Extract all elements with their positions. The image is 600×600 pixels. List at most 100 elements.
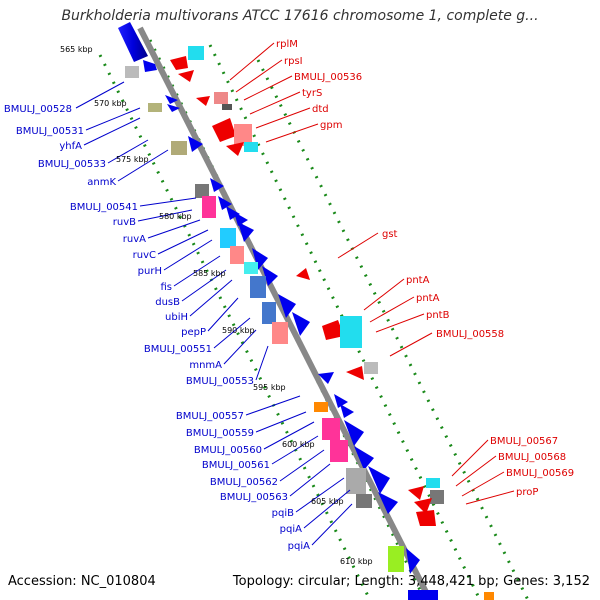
gene-forward[interactable]	[334, 394, 348, 408]
gene-forward[interactable]	[244, 262, 258, 274]
gene-label[interactable]: mnmA	[189, 360, 222, 371]
gene-reverse[interactable]	[212, 118, 236, 142]
gene-label[interactable]: BMULJ_00560	[194, 445, 262, 456]
gene-label[interactable]: BMULJ_00562	[210, 477, 278, 488]
gene-forward[interactable]	[344, 420, 364, 446]
gene-label[interactable]: fis	[160, 282, 172, 293]
gene-reverse[interactable]	[234, 124, 252, 146]
gene-reverse[interactable]	[196, 96, 210, 106]
gene-label[interactable]: proP	[516, 487, 538, 498]
gene-reverse[interactable]	[322, 320, 344, 340]
gene-forward[interactable]	[322, 418, 340, 440]
gene-label[interactable]: BMULJ_00553	[186, 376, 254, 387]
gene-label[interactable]: BMULJ_00533	[38, 159, 106, 170]
gene-label[interactable]: gst	[382, 229, 398, 240]
gene-forward[interactable]	[167, 104, 180, 112]
gene-label[interactable]: BMULJ_00558	[436, 329, 504, 340]
gene-forward[interactable]	[230, 246, 244, 264]
gene-label[interactable]: BMULJ_00568	[498, 452, 566, 463]
gene-forward[interactable]	[202, 196, 216, 218]
gene-forward[interactable]	[252, 248, 268, 270]
gene-forward[interactable]	[346, 468, 366, 494]
gene-label[interactable]: BMULJ_00563	[220, 492, 288, 503]
gene-label[interactable]: ruvA	[123, 234, 146, 245]
gene-forward[interactable]	[195, 184, 209, 198]
gene-forward[interactable]	[262, 266, 278, 286]
gene-forward[interactable]	[143, 60, 157, 72]
gene-label[interactable]: BMULJ_00567	[490, 436, 558, 447]
gene-reverse[interactable]	[296, 268, 310, 280]
gene-label[interactable]: tyrS	[302, 88, 322, 99]
gene-forward[interactable]	[356, 494, 372, 508]
gene-forward[interactable]	[165, 95, 178, 104]
gene-reverse[interactable]	[340, 316, 362, 348]
gene-reverse[interactable]	[426, 478, 440, 488]
gene-label[interactable]: BMULJ_00559	[186, 428, 254, 439]
gene-label[interactable]: anmK	[87, 177, 116, 188]
gene-reverse[interactable]	[178, 70, 194, 82]
gene-label[interactable]: pntA	[406, 275, 430, 286]
gene-forward[interactable]	[218, 196, 232, 210]
gene-label[interactable]: purH	[138, 266, 162, 277]
gene-reverse[interactable]	[244, 142, 258, 152]
gene-forward[interactable]	[148, 103, 162, 112]
gene-forward[interactable]	[354, 446, 374, 470]
gene-forward[interactable]	[171, 141, 187, 155]
gene-forward[interactable]	[292, 312, 310, 336]
gene-forward[interactable]	[368, 466, 390, 494]
gene-forward[interactable]	[278, 294, 296, 318]
gene-forward[interactable]	[318, 372, 334, 384]
gene-reverse[interactable]	[346, 366, 364, 380]
gene-forward[interactable]	[388, 546, 404, 572]
gene-label[interactable]: rplM	[276, 39, 298, 50]
gene-forward[interactable]	[188, 136, 203, 152]
gene-label[interactable]: BMULJ_00561	[202, 460, 270, 471]
gene-forward[interactable]	[220, 228, 236, 248]
gene-forward[interactable]	[406, 548, 420, 574]
gene-label[interactable]: dtd	[312, 104, 329, 115]
gene-reverse[interactable]	[414, 498, 432, 514]
gene-forward[interactable]	[330, 440, 348, 462]
gene-reverse[interactable]	[214, 92, 228, 104]
gene-forward[interactable]	[314, 402, 328, 412]
gene-label[interactable]: yhfA	[59, 141, 82, 152]
gene-forward[interactable]	[340, 404, 354, 418]
gene-label[interactable]: pepP	[181, 327, 206, 338]
gene-forward[interactable]	[125, 66, 139, 78]
gene-forward[interactable]	[250, 276, 266, 298]
gene-forward[interactable]	[378, 492, 398, 514]
gene-forward[interactable]	[238, 222, 254, 242]
gene-reverse[interactable]	[226, 142, 244, 156]
gene-label[interactable]: pqiB	[272, 508, 294, 519]
gene-label[interactable]: pntB	[426, 310, 450, 321]
gene-reverse[interactable]	[188, 46, 204, 60]
gene-forward[interactable]	[234, 212, 248, 226]
gene-label[interactable]: rpsI	[284, 56, 303, 67]
gene-forward[interactable]	[272, 322, 288, 344]
gene-label[interactable]: BMULJ_00531	[16, 126, 84, 137]
gene-forward[interactable]	[118, 22, 148, 62]
gene-label[interactable]: ruvB	[113, 217, 136, 228]
gene-reverse[interactable]	[416, 510, 436, 526]
gene-label[interactable]: pqiA	[288, 541, 310, 552]
gene-reverse[interactable]	[364, 362, 378, 374]
gene-reverse[interactable]	[484, 592, 494, 600]
gene-reverse[interactable]	[170, 56, 188, 70]
gene-reverse[interactable]	[222, 104, 232, 110]
gene-forward[interactable]	[210, 178, 224, 192]
gene-label[interactable]: BMULJ_00569	[506, 468, 574, 479]
gene-label[interactable]: ubiH	[165, 312, 188, 323]
gene-label[interactable]: ruvC	[133, 250, 156, 261]
gene-label[interactable]: BMULJ_00536	[294, 72, 362, 83]
gene-forward[interactable]	[262, 302, 276, 324]
gene-label[interactable]: dusB	[155, 297, 180, 308]
gene-label[interactable]: gpm	[320, 120, 342, 131]
gene-forward[interactable]	[408, 590, 438, 600]
gene-label[interactable]: pqiA	[280, 524, 302, 535]
gene-label[interactable]: BMULJ_00541	[70, 202, 138, 213]
gene-label[interactable]: BMULJ_00557	[176, 411, 244, 422]
gene-forward[interactable]	[226, 206, 240, 220]
gene-reverse[interactable]	[408, 486, 424, 500]
gene-label[interactable]: BMULJ_00528	[4, 104, 72, 115]
gene-label[interactable]: BMULJ_00551	[144, 344, 212, 355]
